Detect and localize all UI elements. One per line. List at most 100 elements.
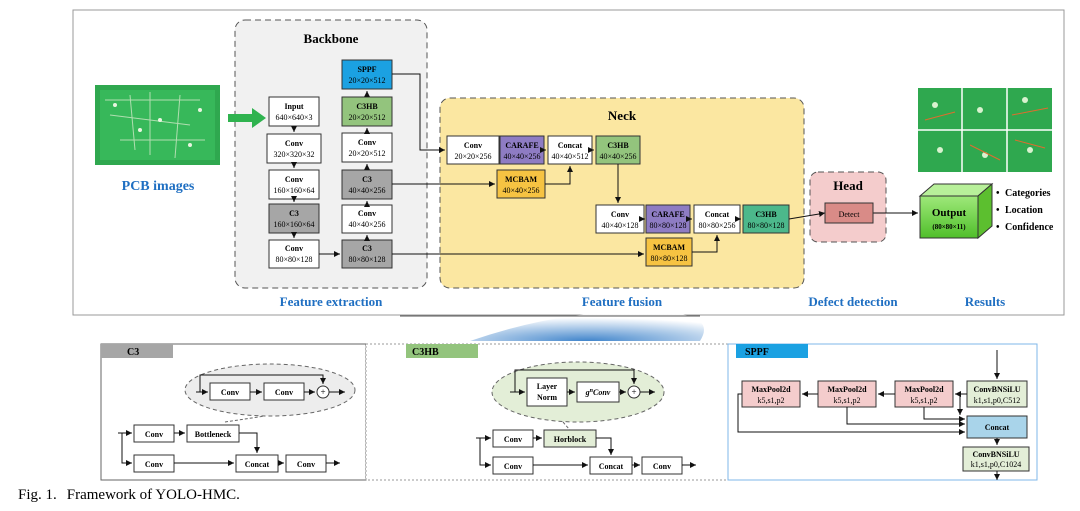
svg-text:80×80×128: 80×80×128 <box>649 221 686 230</box>
sppf-tab <box>736 344 808 358</box>
input-arrow-icon <box>228 108 266 128</box>
svg-text:320×320×32: 320×320×32 <box>273 150 314 159</box>
svg-text:160×160×64: 160×160×64 <box>273 220 314 229</box>
svg-text:20×20×512: 20×20×512 <box>348 113 385 122</box>
svg-text:Layer: Layer <box>537 382 558 391</box>
svg-text:Norm: Norm <box>537 393 557 402</box>
result-list: •Categories •Location •Confidence <box>996 188 1054 233</box>
svg-text:ConvBNSiLU: ConvBNSiLU <box>972 450 1019 459</box>
sppf-tab-label: SPPF <box>745 347 769 358</box>
svg-text:C3HB: C3HB <box>356 102 378 111</box>
svg-text:Concat: Concat <box>558 141 583 150</box>
detect-label: Detect <box>839 210 861 219</box>
svg-text:Conv: Conv <box>653 462 671 471</box>
svg-text:Conv: Conv <box>285 244 303 253</box>
svg-text:C3HB: C3HB <box>755 210 777 219</box>
svg-text:•: • <box>996 205 1000 216</box>
pcb-image <box>95 85 220 165</box>
svg-text:Location: Location <box>1005 205 1043 216</box>
svg-text:•: • <box>996 222 1000 233</box>
svg-text:80×80×128: 80×80×128 <box>275 255 312 264</box>
svg-text:Conv: Conv <box>611 210 629 219</box>
svg-text:k1,s1,p0,C1024: k1,s1,p0,C1024 <box>971 460 1021 469</box>
svg-text:MaxPool2d: MaxPool2d <box>904 385 944 394</box>
svg-text:Concat: Concat <box>705 210 730 219</box>
svg-text:40×40×256: 40×40×256 <box>503 152 540 161</box>
backbone-title: Backbone <box>304 31 359 46</box>
output-label: Output <box>932 207 967 219</box>
svg-text:20×20×512: 20×20×512 <box>348 76 385 85</box>
svg-text:160×160×64: 160×160×64 <box>273 186 314 195</box>
svg-text:80×80×128: 80×80×128 <box>650 254 687 263</box>
neck-blocks: Conv 20×20×256 CARAFE 40×40×256 Concat 4… <box>446 135 790 267</box>
svg-text:80×80×128: 80×80×128 <box>348 255 385 264</box>
label-feature-extraction: Feature extraction <box>280 294 383 309</box>
c3-tab-label: C3 <box>127 347 139 358</box>
svg-text:Conv: Conv <box>504 462 522 471</box>
svg-text:Conv: Conv <box>285 139 303 148</box>
svg-text:ConvBNSiLU: ConvBNSiLU <box>973 385 1020 394</box>
svg-text:40×40×256: 40×40×256 <box>502 186 539 195</box>
c3-tab <box>101 344 173 358</box>
svg-text:+: + <box>320 387 325 397</box>
neck-arrows <box>392 73 918 257</box>
backbone-arrows <box>291 91 370 257</box>
svg-text:20×20×512: 20×20×512 <box>348 149 385 158</box>
c3-detail: Conv Conv + Conv Bottleneck Conv Concat … <box>118 363 356 473</box>
svg-text:Concat: Concat <box>599 462 624 471</box>
sppf-panel <box>727 343 1038 481</box>
sppf-detail: MaxPool2d k5,s1,p2 MaxPool2d k5,s1,p2 Ma… <box>737 350 1030 480</box>
c3hb-detail: Layer Norm gnConv + Conv Horblock Conv C… <box>476 361 696 475</box>
neck-panel <box>439 97 805 289</box>
head-title: Head <box>833 178 863 193</box>
svg-text:k5,s1,p2: k5,s1,p2 <box>910 396 937 405</box>
svg-text:MCBAM: MCBAM <box>653 243 685 252</box>
figure-caption: Fig. 1. Framework of YOLO-HMC. <box>18 487 250 504</box>
svg-text:+: + <box>631 387 636 397</box>
svg-text:Conv: Conv <box>358 209 376 218</box>
svg-text:Concat: Concat <box>245 460 270 469</box>
svg-text:Conv: Conv <box>285 175 303 184</box>
svg-text:Concat: Concat <box>985 423 1010 432</box>
svg-text:MCBAM: MCBAM <box>505 175 537 184</box>
svg-text:•: • <box>996 188 1000 199</box>
svg-text:Conv: Conv <box>358 138 376 147</box>
svg-text:k5,s1,p2: k5,s1,p2 <box>833 396 860 405</box>
backbone-panel <box>234 19 428 289</box>
svg-text:640×640×3: 640×640×3 <box>275 113 312 122</box>
svg-text:80×80×256: 80×80×256 <box>698 221 735 230</box>
svg-text:C3HB: C3HB <box>607 141 629 150</box>
svg-text:gnConv: gnConv <box>585 388 611 397</box>
svg-text:Conv: Conv <box>297 460 315 469</box>
svg-text:Conv: Conv <box>145 430 163 439</box>
svg-text:MaxPool2d: MaxPool2d <box>827 385 867 394</box>
svg-text:Input: Input <box>284 102 303 111</box>
output-size: (80×80×11) <box>932 223 966 231</box>
svg-text:40×40×256: 40×40×256 <box>599 152 636 161</box>
svg-text:80×80×128: 80×80×128 <box>747 221 784 230</box>
svg-text:40×40×128: 40×40×128 <box>601 221 638 230</box>
label-results: Results <box>965 294 1005 309</box>
svg-text:Conv: Conv <box>221 388 239 397</box>
caption-text: Framework of YOLO-HMC. <box>66 487 240 503</box>
c3hb-tab <box>406 344 478 358</box>
caption-label: Fig. 1. <box>18 487 57 503</box>
pcb-label: PCB images <box>122 179 195 194</box>
result-images <box>918 88 1052 172</box>
svg-text:Categories: Categories <box>1005 188 1051 199</box>
svg-text:SPPF: SPPF <box>357 65 376 74</box>
svg-text:40×40×256: 40×40×256 <box>348 220 385 229</box>
svg-text:40×40×512: 40×40×512 <box>551 152 588 161</box>
svg-text:CARAFE: CARAFE <box>505 141 538 150</box>
backbone-blocks: Input 640×640×3 Conv 320×320×32 Conv 160… <box>266 59 393 269</box>
svg-text:Conv: Conv <box>464 141 482 150</box>
c3hb-tab-label: C3HB <box>412 347 439 358</box>
svg-text:Conv: Conv <box>504 435 522 444</box>
label-feature-fusion: Feature fusion <box>582 294 663 309</box>
neck-title: Neck <box>608 108 637 123</box>
svg-text:C3: C3 <box>362 175 372 184</box>
svg-text:CARAFE: CARAFE <box>651 210 684 219</box>
detect-block <box>824 202 874 224</box>
svg-text:MaxPool2d: MaxPool2d <box>751 385 791 394</box>
